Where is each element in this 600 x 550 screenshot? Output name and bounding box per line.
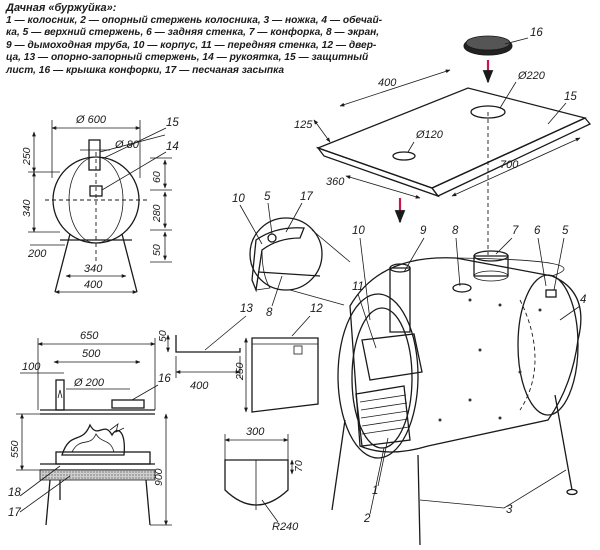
dim-100: 100 xyxy=(22,361,41,373)
main-callout-9: 9 xyxy=(420,225,427,237)
callout-15: 15 xyxy=(166,117,179,129)
detail-callout-5: 5 xyxy=(264,191,271,203)
main-callout-6: 6 xyxy=(534,225,541,237)
door-detail: 12 250 xyxy=(234,303,323,413)
detail-callout-10: 10 xyxy=(232,193,245,205)
main-callout-7: 7 xyxy=(512,225,519,237)
dim-width-400: 400 xyxy=(84,279,103,291)
callout-13: 13 xyxy=(240,303,253,315)
dim-300: 300 xyxy=(246,426,265,438)
callout-16-side: 16 xyxy=(158,373,171,385)
front-view: Ø 600 Ø 80 15 14 250 xyxy=(21,114,179,294)
main-callout-5: 5 xyxy=(562,225,569,237)
dim-shield-400: 400 xyxy=(378,77,397,89)
dim-height-250: 250 xyxy=(21,147,33,166)
main-callout-11: 11 xyxy=(352,281,364,293)
dim-rod-50: 50 xyxy=(157,330,169,342)
dim-diameter-200: Ø 200 xyxy=(73,377,105,389)
dim-500: 500 xyxy=(82,348,101,360)
callout-18: 18 xyxy=(8,487,21,499)
dim-200: 200 xyxy=(27,248,47,260)
main-callout-2: 2 xyxy=(363,513,371,525)
main-stove-view: 10 9 8 7 6 5 4 11 1 2 3 xyxy=(331,225,586,546)
legend: Дачная «буржуйка»: 1 — колосник, 2 — опо… xyxy=(6,2,398,78)
callout-17-side: 17 xyxy=(8,507,21,519)
main-callout-3: 3 xyxy=(506,504,513,516)
dim-550: 550 xyxy=(9,440,21,458)
dim-50: 50 xyxy=(151,244,163,256)
dim-diameter-220: Ø220 xyxy=(517,70,546,82)
legend-line: 1 — колосник, 2 — опорный стержень колос… xyxy=(6,14,383,26)
callout-16-lid: 16 xyxy=(530,27,543,39)
callout-12: 12 xyxy=(310,303,323,315)
dim-shield-125: 125 xyxy=(294,119,313,131)
legend-title: Дачная «буржуйка»: xyxy=(6,2,117,14)
dim-650: 650 xyxy=(80,330,99,342)
side-section-view: 650 500 100 Ø 200 16 xyxy=(8,330,172,526)
dim-60: 60 xyxy=(151,171,163,183)
callout-15-shield: 15 xyxy=(564,91,577,103)
detail-callout-8: 8 xyxy=(266,307,273,319)
dim-rod-400: 400 xyxy=(190,380,209,392)
dim-diameter-600: Ø 600 xyxy=(75,114,107,126)
legend-line: лист, 16 — крышка конфорки, 17 — песчана… xyxy=(6,64,285,76)
callout-14: 14 xyxy=(166,141,179,153)
shield-detail: 16 15 400 125 360 700 Ø220 Ø120 xyxy=(294,27,592,255)
grate-detail: 300 70 R240 xyxy=(224,426,305,533)
main-callout-10: 10 xyxy=(352,225,365,237)
dim-shield-700: 700 xyxy=(500,159,519,171)
dim-width-340: 340 xyxy=(84,263,103,275)
dim-door-250: 250 xyxy=(234,362,246,381)
dim-280: 280 xyxy=(151,204,163,223)
dim-height-340: 340 xyxy=(21,199,33,217)
rod-detail: 13 50 400 xyxy=(157,303,253,392)
legend-line: ца, 13 — опорно-запорный стержень, 14 — … xyxy=(6,52,369,64)
dim-diameter-120: Ø120 xyxy=(415,129,444,141)
dim-radius-240: R240 xyxy=(272,521,299,533)
detail-callout-17: 17 xyxy=(300,191,313,203)
dim-900: 900 xyxy=(153,468,165,486)
dim-70: 70 xyxy=(293,460,305,472)
section-detail: 10 5 17 8 xyxy=(232,191,351,319)
main-callout-8: 8 xyxy=(452,225,459,237)
legend-line: ка, 5 — верхний стержень, 6 — задняя сте… xyxy=(6,27,380,39)
dim-shield-360: 360 xyxy=(326,176,345,188)
main-callout-4: 4 xyxy=(580,294,586,306)
legend-line: 9 — дымоходная труба, 10 — корпус, 11 — … xyxy=(6,39,377,51)
